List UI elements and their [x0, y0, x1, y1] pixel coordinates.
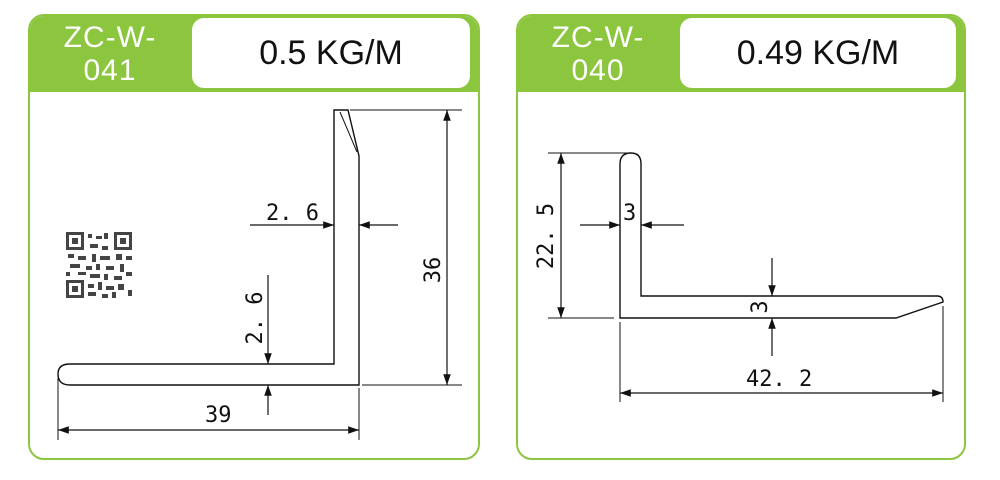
- profile-code: ZC-W- 041: [30, 16, 190, 92]
- lip-detail-line: [339, 111, 358, 153]
- dim-thickness-v-label: 2. 6: [243, 292, 268, 345]
- profile-code-line1: ZC-W-: [63, 21, 157, 54]
- qr-code-icon: [66, 232, 132, 298]
- profile-code-line2: 041: [83, 54, 137, 87]
- profile-code: ZC-W- 040: [518, 16, 678, 92]
- dim-width-label: 42. 2: [746, 367, 812, 392]
- profile-drawing-041: [57, 109, 462, 440]
- profile-weight: 0.49 KG/M: [680, 18, 956, 88]
- profile-code-line1: ZC-W-: [551, 21, 645, 54]
- dim-width-label: 39: [205, 403, 232, 428]
- card-header: ZC-W- 040 0.49 KG/M: [518, 16, 964, 92]
- profile-weight: 0.5 KG/M: [192, 18, 470, 88]
- angle-profile-outline: [619, 152, 944, 319]
- dim-height-label: 22. 5: [534, 203, 559, 269]
- profile-code-line2: 040: [571, 54, 625, 87]
- profile-drawing-040: [548, 152, 944, 402]
- dim-height-label: 36: [421, 257, 446, 284]
- dim-thickness-h-label: 2. 6: [266, 201, 319, 226]
- angle-profile-outline: [57, 109, 360, 386]
- dim-thickness-h-label: 3: [623, 201, 636, 226]
- dim-thickness-v-label: 3: [748, 300, 773, 313]
- profile-card-zc-w-040: ZC-W- 040 0.49 KG/M: [516, 14, 966, 460]
- card-header: ZC-W- 041 0.5 KG/M: [30, 16, 478, 92]
